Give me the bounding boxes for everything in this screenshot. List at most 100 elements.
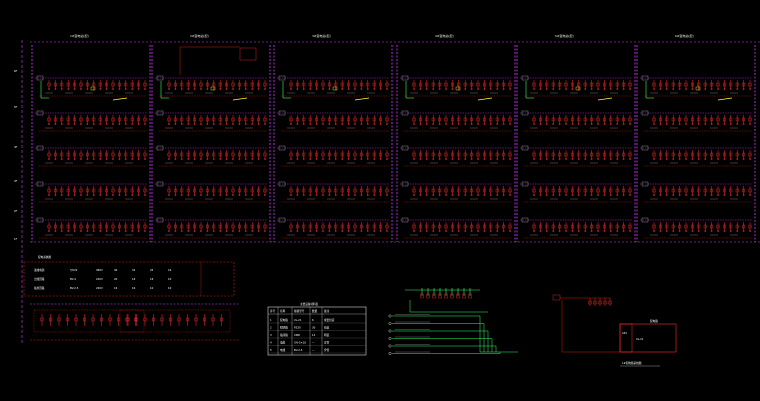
outlet-symbol	[232, 194, 234, 196]
breaker-symbol	[628, 152, 632, 157]
breaker-symbol	[321, 82, 325, 87]
outlet-symbol	[302, 123, 305, 125]
breaker-symbol	[596, 82, 600, 87]
breaker-symbol	[47, 117, 51, 122]
outlet-symbol	[545, 158, 548, 160]
outlet-symbol	[678, 88, 681, 90]
panel-row	[520, 110, 632, 132]
breaker-symbol	[296, 117, 299, 122]
outlet-symbol	[558, 194, 561, 196]
outlet-symbol	[360, 158, 363, 160]
breaker-symbol	[710, 152, 714, 157]
riser-column	[636, 45, 756, 242]
breaker-symbol	[60, 188, 64, 193]
outlet-symbol	[360, 88, 363, 90]
breaker-symbol	[193, 82, 196, 87]
outlet-symbol	[86, 230, 89, 232]
breaker-symbol	[47, 82, 51, 87]
legend-header: 序号	[270, 309, 276, 313]
outlet-symbol	[200, 194, 202, 196]
breaker-symbol	[723, 224, 726, 229]
breaker-symbol	[130, 224, 134, 229]
breaker-symbol	[684, 82, 688, 87]
breaker-symbol	[444, 188, 448, 193]
outlet-symbol	[80, 123, 82, 125]
breaker-symbol	[199, 224, 203, 229]
outlet-symbol	[60, 123, 63, 125]
system-box-cell: 16	[132, 286, 136, 290]
outlet-symbol	[483, 88, 486, 90]
breaker-symbol	[470, 152, 473, 157]
outlet-symbol	[315, 230, 318, 232]
breaker-symbol	[167, 224, 171, 229]
outlet-symbol	[244, 158, 247, 160]
breaker-symbol	[431, 188, 435, 193]
breaker-symbol	[360, 224, 363, 229]
outlet-symbol	[54, 88, 57, 90]
chain-breaker	[169, 317, 172, 322]
outlet-symbol	[347, 230, 350, 232]
outlet-symbol	[464, 230, 467, 232]
outlet-symbol	[616, 230, 619, 232]
outlet-symbol	[483, 230, 486, 232]
outlet-symbol	[296, 194, 299, 196]
panel-box	[521, 75, 529, 81]
breaker-symbol	[98, 188, 102, 193]
breaker-symbol	[308, 224, 312, 229]
breaker-symbol	[47, 152, 51, 157]
outlet-symbol	[244, 194, 247, 196]
outlet-symbol	[451, 194, 454, 196]
outlet-symbol	[373, 88, 376, 90]
outlet-symbol	[445, 230, 447, 232]
outlet-symbol	[48, 230, 50, 232]
panel-box	[278, 145, 286, 151]
outlet-symbol	[489, 230, 492, 232]
outlet-symbol	[502, 158, 505, 160]
outlet-symbol	[565, 158, 567, 160]
breaker-symbol	[431, 224, 435, 229]
chain-breaker	[177, 317, 181, 322]
outlet-symbol	[539, 230, 542, 232]
outlet-symbol	[168, 194, 170, 196]
outlet-symbol	[723, 123, 726, 125]
breaker-symbol	[379, 152, 382, 157]
breaker-symbol	[622, 188, 626, 193]
breaker-symbol	[628, 82, 632, 87]
breaker-symbol	[347, 152, 350, 157]
breaker-symbol	[483, 152, 486, 157]
outlet-symbol	[302, 194, 305, 196]
riser-column	[151, 45, 271, 242]
outlet-symbol	[584, 194, 587, 196]
breaker-symbol	[334, 82, 338, 87]
breaker-symbol	[143, 117, 147, 122]
outlet-symbol	[73, 123, 76, 125]
breaker-symbol	[425, 224, 429, 229]
outlet-symbol	[691, 123, 694, 125]
outlet-symbol	[137, 230, 140, 232]
breaker-symbol	[347, 224, 350, 229]
breaker-symbol	[652, 82, 656, 87]
panel-row	[400, 181, 512, 203]
outlet-symbol	[736, 123, 739, 125]
outlet-symbol	[180, 194, 183, 196]
outlet-symbol	[577, 194, 580, 196]
outlet-symbol	[379, 158, 382, 160]
breaker-symbol	[340, 188, 344, 193]
breaker-symbol	[85, 152, 89, 157]
breaker-symbol	[425, 152, 429, 157]
outlet-symbol	[315, 158, 318, 160]
outlet-symbol	[603, 230, 606, 232]
outlet-symbol	[502, 88, 505, 90]
outlet-symbol	[80, 158, 82, 160]
outlet-symbol	[290, 123, 292, 125]
breaker-symbol	[412, 152, 416, 157]
panel-row	[35, 181, 147, 203]
breaker-symbol	[419, 117, 422, 122]
breaker-symbol	[47, 224, 51, 229]
breaker-symbol	[558, 82, 562, 87]
outlet-symbol	[92, 230, 95, 232]
legend-cell: —	[312, 349, 315, 352]
outlet-symbol	[704, 158, 707, 160]
